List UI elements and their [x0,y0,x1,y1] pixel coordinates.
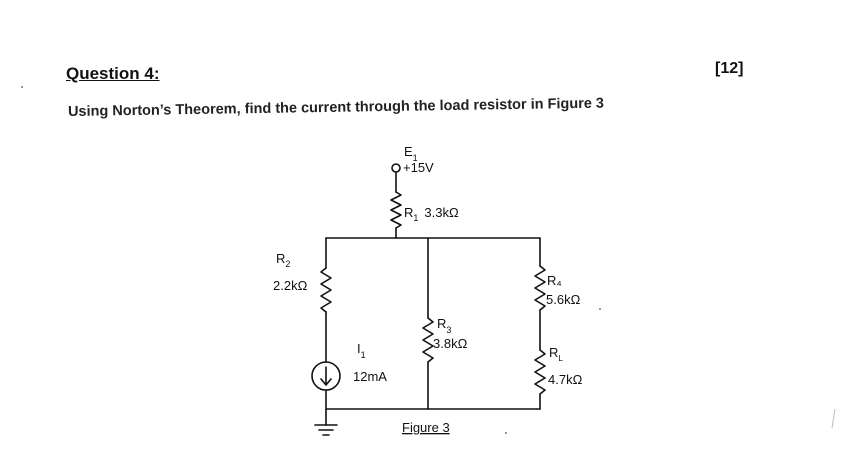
i1-value: 12mA [353,369,387,384]
e1-label: E1 [404,144,418,163]
e1-value: +15V [403,160,434,175]
r1-resistor [390,191,402,229]
current-source-arrow-head [320,378,332,386]
r3-resistor [422,317,434,363]
scan-speck [21,86,23,88]
r4-label: R₄ [547,273,562,288]
r3-value: 3.8kΩ [433,336,468,351]
e1-terminal [391,163,401,173]
scan-speck [599,308,601,310]
r2-value: 2.2kΩ [273,278,308,293]
rl-value: 4.7kΩ [548,372,583,387]
question-marks: [12] [715,60,744,77]
i1-label: I1 [357,341,366,360]
question-heading: Question 4: [66,64,160,83]
r2-resistor [320,267,332,313]
r2-label: R2 [276,251,290,269]
rl-label: RL [549,345,563,363]
rl-resistor [534,349,546,395]
r4-resistor [534,265,546,311]
scan-mark [831,408,836,429]
scan-speck [505,432,507,434]
r4-value: 5.6kΩ [546,292,581,307]
r3-label: R3 [437,316,451,335]
figure-caption: Figure 3 [402,420,450,435]
